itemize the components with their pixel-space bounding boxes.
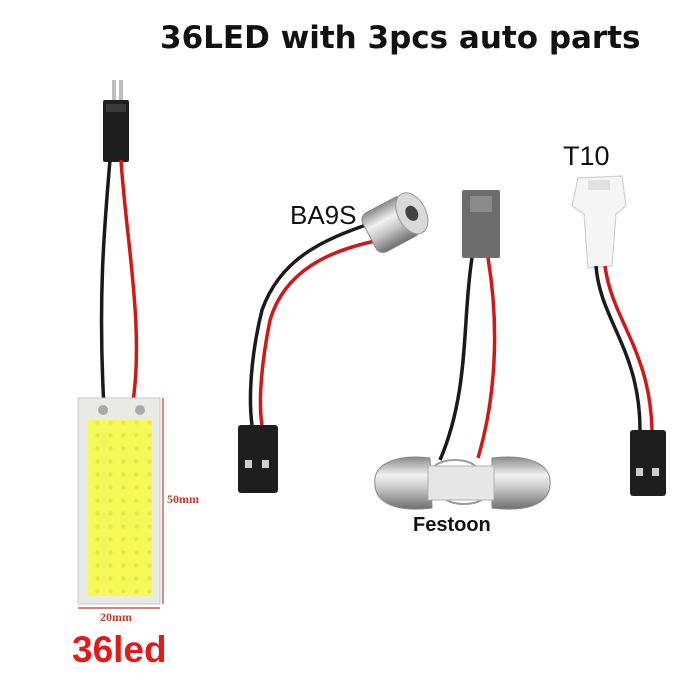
ba9s-label: BA9S [290, 200, 357, 230]
festoon-label: Festoon [413, 514, 491, 536]
festoon-adapter [374, 190, 551, 510]
t10-label: T10 [563, 141, 610, 171]
red-wire [476, 257, 497, 459]
black-wire [248, 220, 376, 426]
black-wire [438, 257, 474, 461]
t10-socket [571, 175, 627, 269]
black-wire [594, 265, 642, 431]
connector-plug [238, 425, 278, 493]
ba9s-adapter [238, 192, 429, 493]
cob-panel-assembly [77, 80, 164, 609]
t10-adapter [571, 175, 666, 496]
red-wire [258, 238, 381, 426]
red-wire [119, 159, 139, 409]
red-wire [603, 265, 654, 431]
festoon-cap-left [374, 456, 433, 510]
page-title: 36LED with 3pcs auto parts [160, 20, 641, 56]
connector-plug [630, 430, 666, 496]
height-dimension-label: 50mm [167, 492, 199, 506]
led-count-label: 36led [72, 629, 167, 670]
connector-pin [119, 80, 123, 102]
festoon-cap-right [491, 456, 551, 510]
black-wire [99, 159, 112, 409]
connector-plug [103, 100, 129, 162]
width-dimension-label: 20mm [100, 610, 132, 624]
connector-pin [112, 80, 116, 102]
